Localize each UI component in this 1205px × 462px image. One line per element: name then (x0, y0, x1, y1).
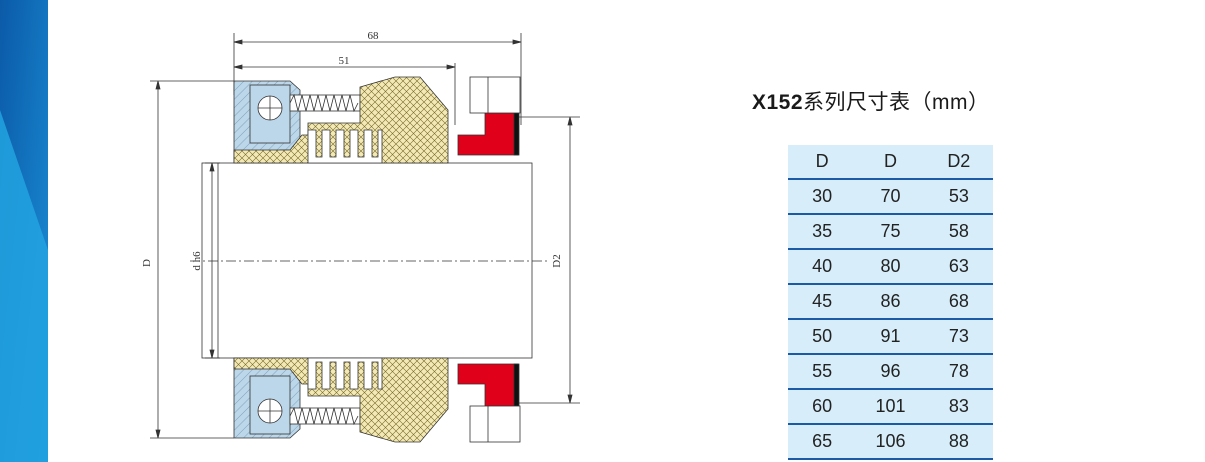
cell-d: 30 (788, 179, 857, 215)
dim-face-length: 51 (339, 55, 350, 67)
cell-outer-d: 80 (856, 249, 925, 285)
dim-shaft-dia: d h6 (191, 251, 203, 271)
header-d2: D2 (924, 145, 993, 180)
header-d: D (788, 145, 857, 180)
table-title-rest: 系列尺寸表（mm） (803, 91, 990, 114)
cell-outer-d: 86 (856, 284, 925, 320)
cell-outer-d: 70 (856, 179, 925, 215)
cell-d2: 73 (924, 319, 993, 355)
spring-icon (289, 93, 361, 113)
table-title: X152系列尺寸表（mm） (752, 86, 990, 116)
cell-d: 50 (788, 319, 857, 355)
cell-d2: 68 (924, 284, 993, 320)
cell-outer-d: 101 (856, 389, 925, 425)
cell-outer-d: 91 (856, 319, 925, 355)
bellows-icon (307, 129, 383, 164)
cell-d2: 58 (924, 214, 993, 250)
cell-d: 55 (788, 354, 857, 390)
cell-d: 40 (788, 249, 857, 285)
cell-d: 60 (788, 389, 857, 425)
cell-d2: 53 (924, 179, 993, 215)
cell-outer-d: 96 (856, 354, 925, 390)
cell-d: 35 (788, 214, 857, 250)
dim-d2: D2 (551, 254, 563, 267)
table-header-row: D D D2 (788, 145, 993, 180)
cell-d: 45 (788, 284, 857, 320)
header-outer-d: D (856, 145, 925, 180)
cell-outer-d: 106 (856, 424, 925, 460)
cell-outer-d: 75 (856, 214, 925, 250)
dim-outer-dia: D (141, 259, 153, 267)
cell-d: 65 (788, 424, 857, 460)
cell-d2: 78 (924, 354, 993, 390)
dim-overall-length: 68 (368, 30, 380, 42)
seal-cross-section-drawing: 68 51 D d h6 D2 (141, 30, 580, 443)
cell-d2: 88 (924, 424, 993, 460)
cell-d2: 63 (924, 249, 993, 285)
table-title-model: X152 (752, 91, 804, 114)
side-color-band (0, 0, 48, 462)
cell-d2: 83 (924, 389, 993, 425)
